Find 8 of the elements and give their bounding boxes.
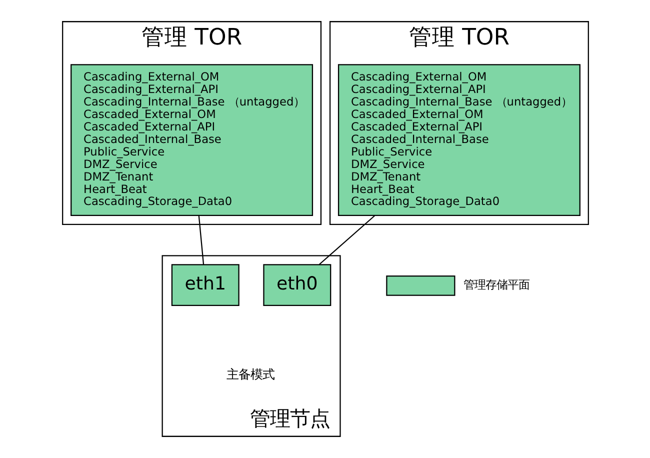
node-box: Cascading_External_OM Cascading_External_API Cascading_Internal_Base （untagged） Cascaded_External_OM Cascaded_External_API Cascaded_Internal_Base Public_Service DMZ_Service DMZ_Tenant Heart_Beat Cascading_Storage_Data0 (337, 64, 580, 216)
connector (198, 215, 204, 265)
legend-label: 管理存储平面 (463, 277, 530, 292)
connector (318, 215, 375, 265)
node-box: Cascading_External_OM Cascading_External_API Cascading_Internal_Base （untagged） Cascaded_External_OM Cascaded_External_API Cascaded_Internal_Base Public_Service DMZ_Service DMZ_Tenant Heart_Beat Cascading_Storage_Data0 (70, 64, 313, 216)
node-box: eth1 (170, 264, 239, 306)
label: 主备模式 (226, 366, 274, 382)
node-box: eth0 (262, 264, 331, 306)
